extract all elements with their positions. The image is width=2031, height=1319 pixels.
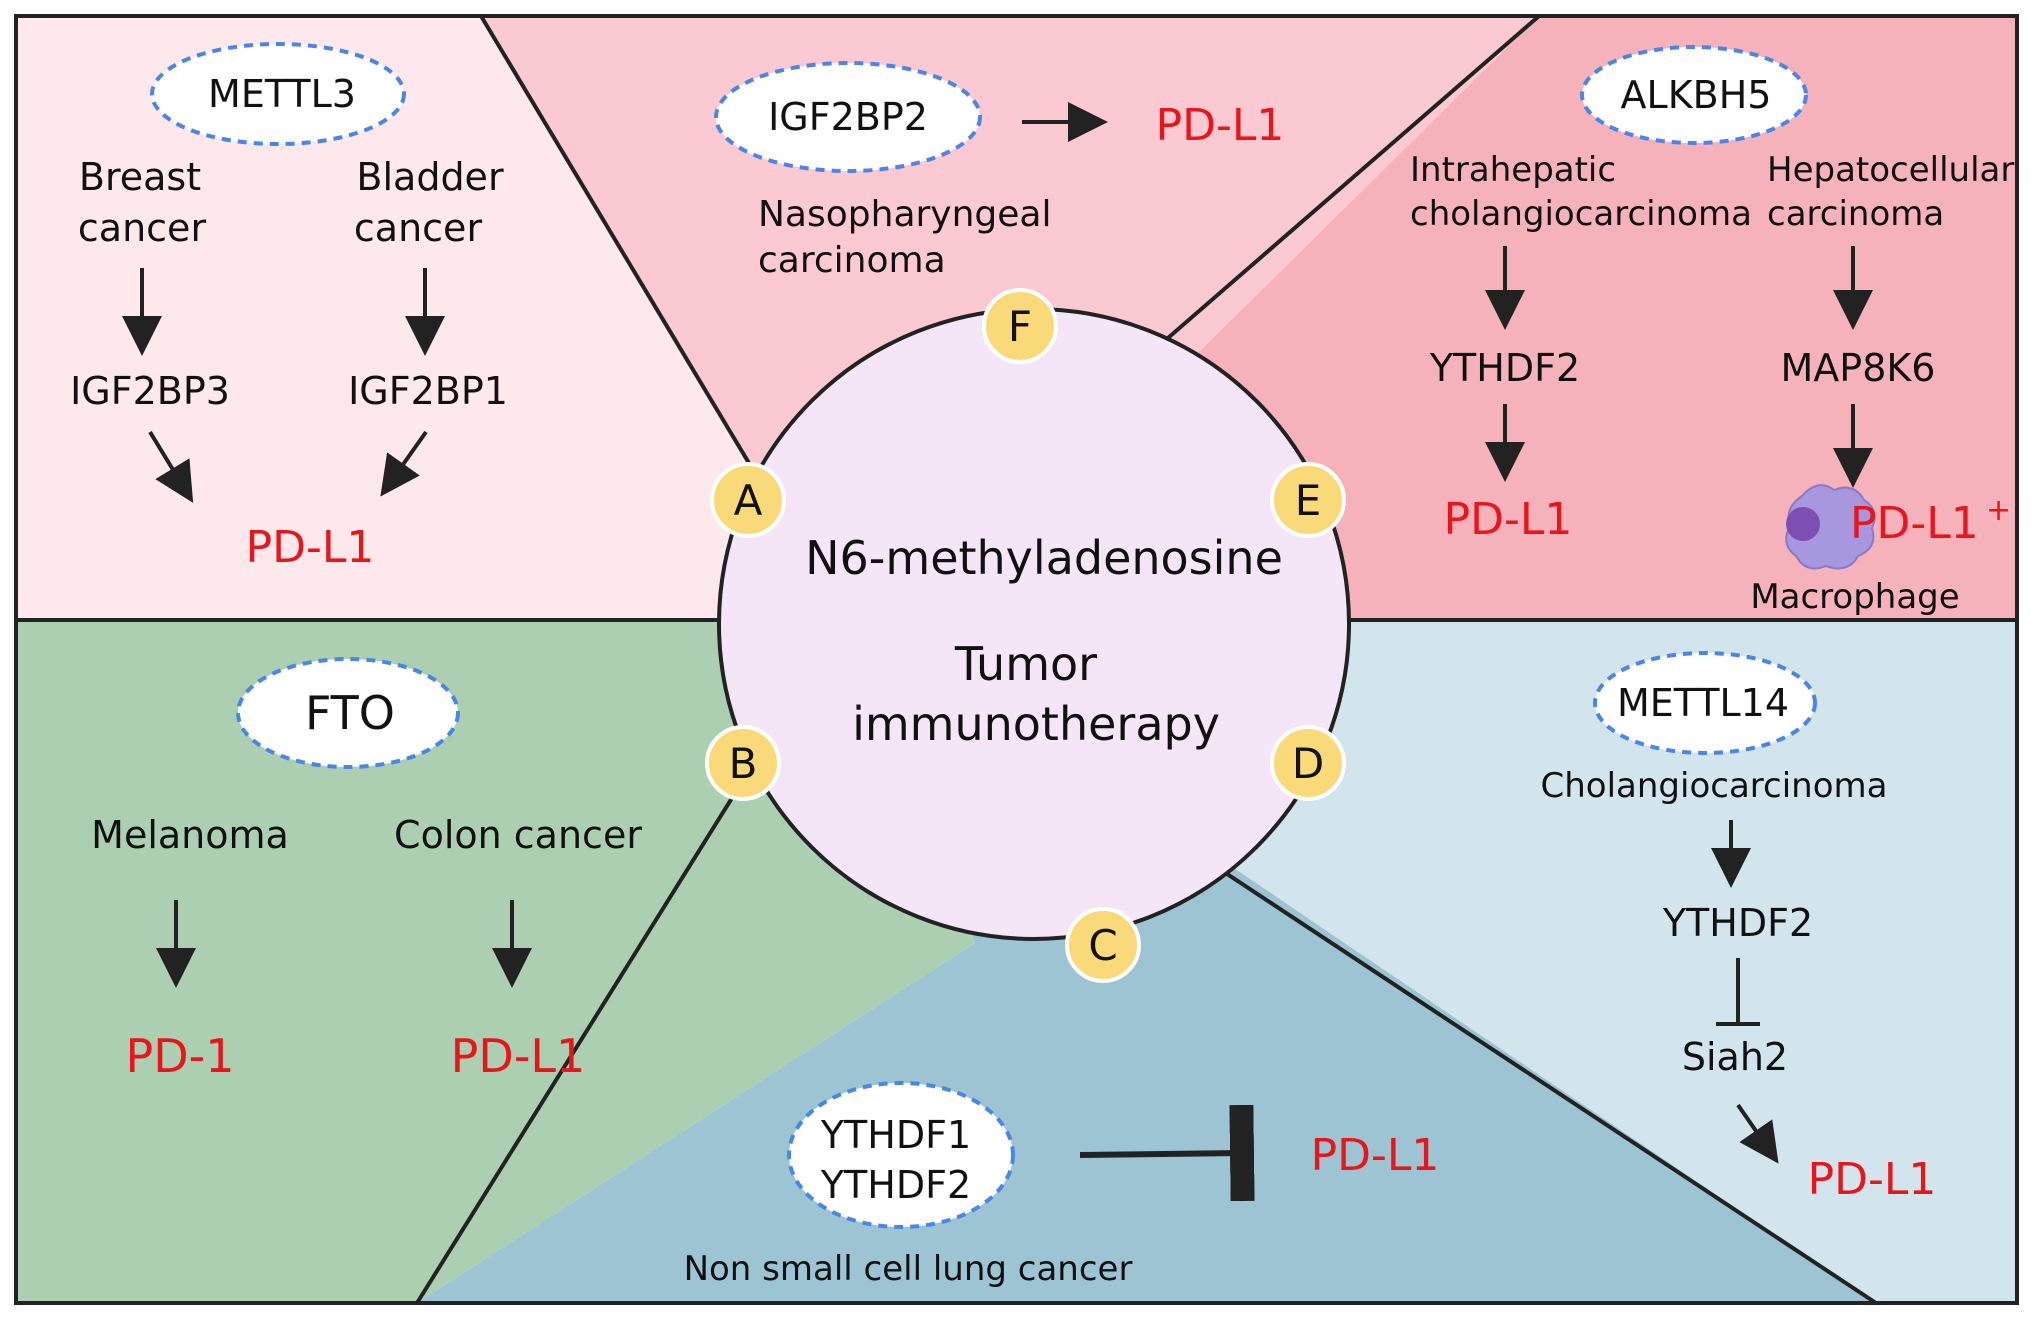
target-label: PD-L1	[1311, 1130, 1440, 1181]
target-label: PD-L1	[246, 522, 375, 573]
cancer-label-2: carcinoma	[758, 240, 946, 281]
cancer-label: Cholangiocarcinoma	[1541, 766, 1888, 806]
arrow	[380, 430, 428, 497]
cancer-label: Nasopharyngeal	[758, 194, 1051, 235]
cancer-label-breast-2: cancer	[78, 206, 207, 250]
marker-a: A	[710, 462, 786, 538]
panel-c: YTHDF1 YTHDF2 PD-L1 Non small cell lung …	[684, 1081, 1440, 1289]
target-label-left: PD-1	[125, 1029, 234, 1083]
cancer-label-melanoma: Melanoma	[91, 813, 289, 857]
cancer-label-colon: Colon cancer	[394, 813, 642, 857]
target-label-left: PD-L1	[1444, 494, 1573, 545]
enzyme-ellipse	[787, 1081, 1015, 1229]
inhibition-arrow	[1079, 1104, 1255, 1202]
target-label: PD-L1	[1808, 1154, 1937, 1205]
reader-label-right: MAP8K6	[1781, 346, 1936, 390]
target-label: PD-L1	[1156, 100, 1285, 151]
reader-label-left: YTHDF2	[1429, 346, 1580, 390]
panel-a: METTL3 Breast cancer Bladder cancer IGF2…	[70, 42, 508, 573]
enzyme-label-2: YTHDF2	[820, 1163, 971, 1207]
panel-f: IGF2BP2 PD-L1 Nasopharyngeal carcinoma	[714, 61, 1285, 281]
marker-c: C	[1065, 907, 1141, 983]
arrow	[1736, 1103, 1779, 1164]
enzyme-label: METTL14	[1617, 681, 1789, 725]
reader-label: YTHDF2	[1662, 901, 1813, 945]
center-circle	[717, 307, 1351, 941]
cancer-label-bladder-2: cancer	[354, 206, 483, 250]
enzyme-label: FTO	[305, 686, 395, 740]
center-subtitle-line1: Tumor	[954, 637, 1097, 691]
enzyme-ellipse	[714, 61, 982, 173]
marker-b: B	[705, 725, 781, 801]
panel-d: METTL14 Cholangiocarcinoma YTHDF2 Siah2 …	[1541, 651, 1937, 1205]
arrow	[148, 430, 194, 503]
svg-text:A: A	[734, 476, 763, 525]
svg-text:D: D	[1292, 739, 1324, 788]
cancer-label: Non small cell lung cancer	[684, 1249, 1133, 1289]
target-superscript: +	[1986, 493, 2011, 528]
reader-label-igf2bp3: IGF2BP3	[70, 369, 230, 413]
center-title: N6-methyladenosine	[805, 531, 1283, 585]
enzyme-ellipse	[1593, 651, 1817, 755]
marker-e: E	[1270, 462, 1346, 538]
enzyme-ellipse	[1580, 45, 1808, 145]
enzyme-label: METTL3	[208, 72, 356, 116]
marker-f: F	[982, 288, 1058, 364]
enzyme-label-1: YTHDF1	[820, 1113, 971, 1157]
cancer-label-left-2: cholangiocarcinoma	[1410, 194, 1752, 234]
cancer-label-right-2: carcinoma	[1767, 194, 1944, 234]
svg-text:F: F	[1008, 302, 1032, 351]
marker-d: D	[1270, 725, 1346, 801]
enzyme-ellipse	[236, 657, 460, 769]
svg-text:E: E	[1295, 476, 1322, 525]
panel-e: ALKBH5 Intrahepatic cholangiocarcinoma H…	[1410, 45, 2014, 617]
enzyme-label: ALKBH5	[1621, 73, 1772, 117]
intermediate-label: Siah2	[1682, 1035, 1788, 1079]
panel-c-background	[417, 620, 1876, 1303]
svg-text:C: C	[1088, 921, 1117, 970]
cancer-label-bladder: Bladder	[356, 155, 504, 199]
target-label-right: PD-L1	[451, 1029, 586, 1083]
cancer-label-breast: Breast	[79, 155, 201, 199]
target-label-right: PD-L1	[1850, 498, 1979, 549]
macrophage-icon	[1785, 484, 1876, 570]
cancer-label-right: Hepatocellular	[1767, 150, 2014, 190]
cancer-label-left: Intrahepatic	[1410, 150, 1616, 190]
center-subtitle-line2: immunotherapy	[852, 697, 1220, 751]
svg-text:B: B	[729, 739, 758, 788]
cell-label: Macrophage	[1750, 577, 1959, 617]
enzyme-ellipse	[150, 42, 406, 146]
enzyme-label: IGF2BP2	[768, 95, 928, 139]
reader-label-igf2bp1: IGF2BP1	[348, 369, 508, 413]
panel-b: FTO Melanoma Colon cancer PD-1 PD-L1	[91, 657, 642, 1083]
